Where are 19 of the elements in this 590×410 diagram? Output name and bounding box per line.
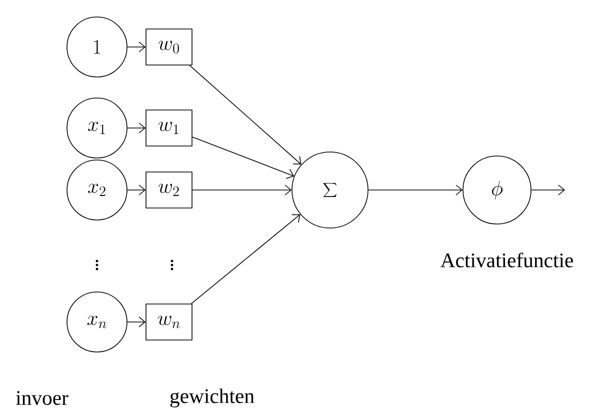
arrow xyxy=(189,65,302,164)
column-label: invoer xyxy=(16,391,68,405)
arrow xyxy=(192,136,294,179)
node-caption: Activatiefunctie xyxy=(440,252,573,268)
arrow xyxy=(191,214,300,304)
weight-box: $w_0$ xyxy=(146,28,192,66)
weight-box: $w_1$ xyxy=(146,110,192,146)
arrow xyxy=(127,184,146,196)
arrow xyxy=(368,184,463,196)
arrow xyxy=(127,122,146,134)
arrow xyxy=(192,184,292,196)
ellipsis-dots: $\vdots$ xyxy=(170,260,174,270)
arrow xyxy=(531,184,565,196)
arrow xyxy=(127,42,146,52)
weight-box: $w_n$ xyxy=(146,304,192,340)
column-label: gewichten xyxy=(170,388,254,408)
ellipsis-dots: $\vdots$ xyxy=(96,260,98,270)
weight-box: $w_2$ xyxy=(146,172,192,208)
arrow xyxy=(127,316,146,328)
